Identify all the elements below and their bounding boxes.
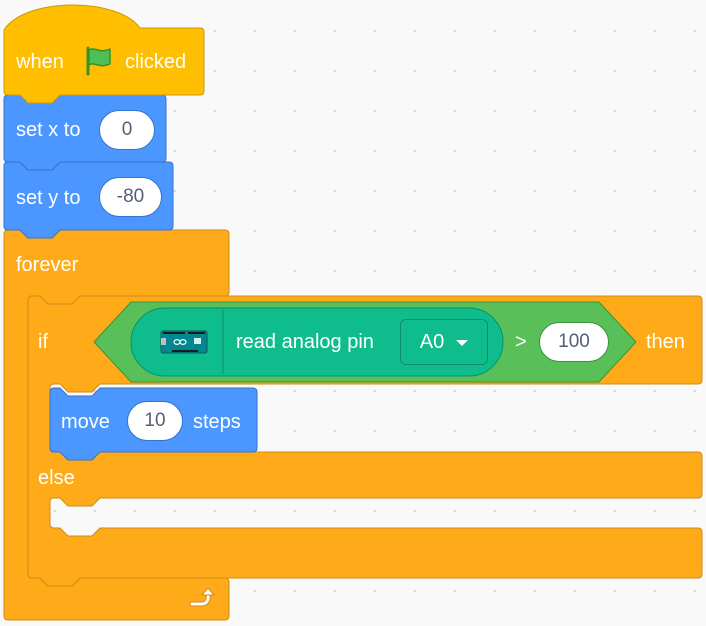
compare-value-input[interactable]: 100	[539, 322, 609, 362]
greater-than-operator-label: >	[515, 331, 527, 353]
move-label: move	[61, 411, 110, 433]
caret-down-icon	[456, 340, 469, 346]
hat-label-clicked: clicked	[125, 51, 187, 73]
analog-pin-selected: A0	[419, 330, 445, 353]
if-label: if	[38, 331, 48, 353]
set-x-value-input[interactable]: 0	[99, 110, 155, 150]
set-y-label: set y to	[16, 187, 81, 209]
else-label: else	[38, 467, 75, 489]
set-x-label: set x to	[16, 119, 81, 141]
green-flag-icon	[82, 45, 114, 77]
arduino-board-icon	[160, 328, 208, 356]
then-label: then	[646, 331, 685, 353]
hat-label-when: when	[16, 51, 64, 73]
analog-pin-dropdown[interactable]: A0	[400, 319, 488, 365]
loop-arrow-icon	[188, 586, 216, 610]
set-y-value-input[interactable]: -80	[99, 177, 162, 217]
steps-label: steps	[193, 411, 241, 433]
move-steps-input[interactable]: 10	[127, 401, 183, 441]
forever-label: forever	[16, 254, 79, 276]
read-analog-pin-label: read analog pin	[236, 331, 374, 353]
